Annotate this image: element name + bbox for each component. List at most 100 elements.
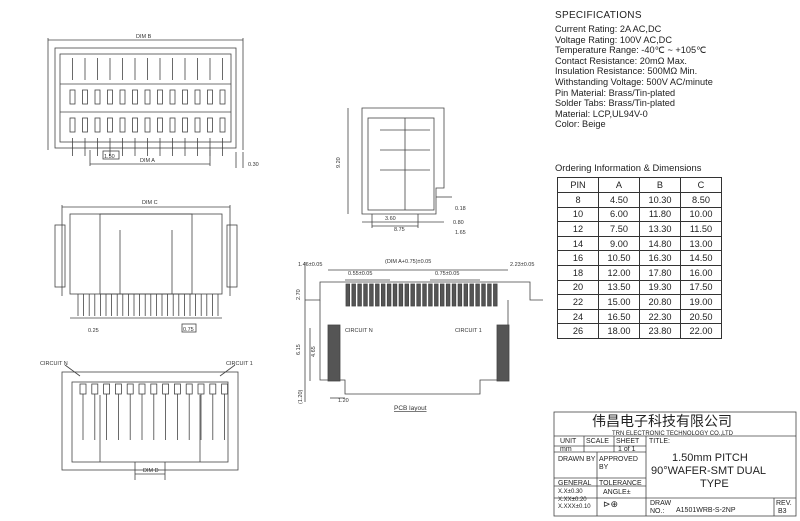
- contact-slot: [94, 117, 101, 133]
- title-line-1: 1.50mm PITCH: [672, 452, 748, 464]
- pcb-pad: [487, 283, 492, 307]
- pcb-pad: [481, 283, 486, 307]
- approved-by-label: APPROVED BY: [599, 456, 638, 471]
- pitch-label: 1.50: [104, 154, 115, 160]
- contact-slot: [207, 89, 213, 105]
- contact-slot: [194, 117, 201, 133]
- pcb-pad: [428, 283, 433, 307]
- contact-cavity: [209, 383, 217, 395]
- pcb-pad: [451, 283, 457, 307]
- pcb-pad: [392, 283, 398, 307]
- pcb-pad: [375, 283, 380, 307]
- circuit-1-label: CIRCUIT 1: [226, 361, 253, 367]
- pcb-pad: [457, 283, 463, 307]
- contact-slot: [207, 117, 213, 133]
- spec-item: Temperature Range: -40℃ ~ +105℃: [555, 45, 707, 56]
- title-label: TITLE:: [649, 438, 671, 445]
- contact-cavity: [126, 383, 134, 395]
- side-080-label: 0.80: [453, 220, 464, 226]
- pcb-pad: [398, 283, 404, 307]
- contact-slot: [182, 89, 188, 105]
- contact-cavity: [103, 383, 110, 395]
- spec-item: Voltage Rating: 100V AC,DC: [555, 34, 672, 45]
- contact-slot: [169, 89, 176, 105]
- dim-075-label: 0.75: [183, 327, 194, 333]
- dim-d-label: DIM D: [143, 468, 159, 474]
- contact-slot: [132, 89, 138, 105]
- dim-a-label: DIM A: [140, 158, 155, 164]
- dim-c-label: DIM C: [142, 200, 158, 206]
- spec-item: Solder Tabs: Brass/Tin-plated: [555, 98, 676, 109]
- tolerance-values: X.X±0.30 X.XX±0.20 X.XXX±0.10: [558, 489, 591, 512]
- pcb-223-label: 2.23±0.05: [510, 262, 534, 268]
- table-cell: 23.80: [639, 323, 681, 339]
- pcb-270-label: 2.70: [296, 289, 302, 300]
- pcb-120-label: 1.20: [338, 398, 349, 404]
- pcb-615-label: 6.15: [296, 344, 302, 355]
- contact-slot: [119, 117, 126, 133]
- scale-label: SCALE: [586, 438, 609, 445]
- spec-item: Pin Material: Brass/Tin-plated: [555, 87, 676, 98]
- top-view: [47, 38, 244, 168]
- contact-cavity: [138, 383, 146, 395]
- specifications-title: SPECIFICATIONS: [555, 10, 642, 21]
- contact-slot: [119, 89, 126, 105]
- pcb-pad: [469, 283, 474, 307]
- contact-cavity: [115, 383, 122, 395]
- contact-slot: [94, 89, 101, 105]
- pcb-circuit-1-label: CIRCUIT 1: [455, 328, 482, 334]
- bottom-view: [61, 364, 239, 480]
- angle-label: ANGLE±: [603, 489, 631, 496]
- pcb-pad: [351, 283, 356, 307]
- pcb-pad: [345, 283, 350, 307]
- contact-slot: [144, 89, 151, 105]
- ordering-title: Ordering Information & Dimensions: [555, 162, 702, 173]
- pcb-pad: [422, 283, 427, 307]
- company-name-cn: 伟昌电子科技有限公司: [592, 414, 732, 430]
- pcb-pad: [445, 283, 451, 307]
- projection-icon: ⊳⊕: [603, 499, 619, 509]
- pcb-pad: [434, 283, 439, 307]
- contact-slot: [69, 89, 76, 105]
- unit-label: UNIT: [560, 438, 577, 445]
- contact-slot: [182, 117, 188, 133]
- side-360-label: 3.60: [385, 216, 396, 222]
- contact-cavity: [150, 383, 158, 395]
- spec-item: Contact Resistance: 20mΩ Max.: [555, 55, 687, 66]
- title-block: [553, 411, 797, 517]
- contact-slot: [132, 117, 138, 133]
- rev-label: REV.: [776, 500, 792, 507]
- pcb-pad: [410, 283, 415, 307]
- pcb-pad: [369, 283, 374, 307]
- spec-item: Insulation Resistance: 500MΩ Min.: [555, 66, 698, 77]
- contact-cavity: [162, 383, 170, 395]
- pcb-146-label: 1.46±0.05: [298, 262, 322, 268]
- tol-3: X.XXX±0.10: [558, 504, 591, 510]
- rev-value: B3: [778, 508, 787, 515]
- title-line-2: 90°WAFER-SMT DUAL: [651, 465, 767, 477]
- ordering-header-cell: A: [598, 177, 640, 193]
- pcb-pad: [463, 283, 468, 307]
- table-cell: 10.00: [680, 206, 722, 223]
- pcb-120p-label: (1.20): [298, 389, 304, 404]
- sheet-value: 1 of 1: [618, 446, 636, 453]
- pcb-formula-label: (DIM A+0.75)±0.05: [385, 259, 431, 265]
- company-name-en: TRN ELECTRONIC TECHNOLOGY CO.,LTD: [612, 431, 734, 437]
- contact-slot: [144, 117, 151, 133]
- pcb-pad: [363, 283, 368, 307]
- pcb-075-label: 0.75±0.05: [435, 271, 459, 277]
- draw-label: DRAW: [650, 500, 672, 507]
- contact-slot: [219, 89, 226, 105]
- contact-cavity: [221, 383, 229, 395]
- contact-slot: [194, 89, 201, 105]
- contact-cavity: [197, 383, 205, 395]
- contact-cavity: [173, 383, 181, 395]
